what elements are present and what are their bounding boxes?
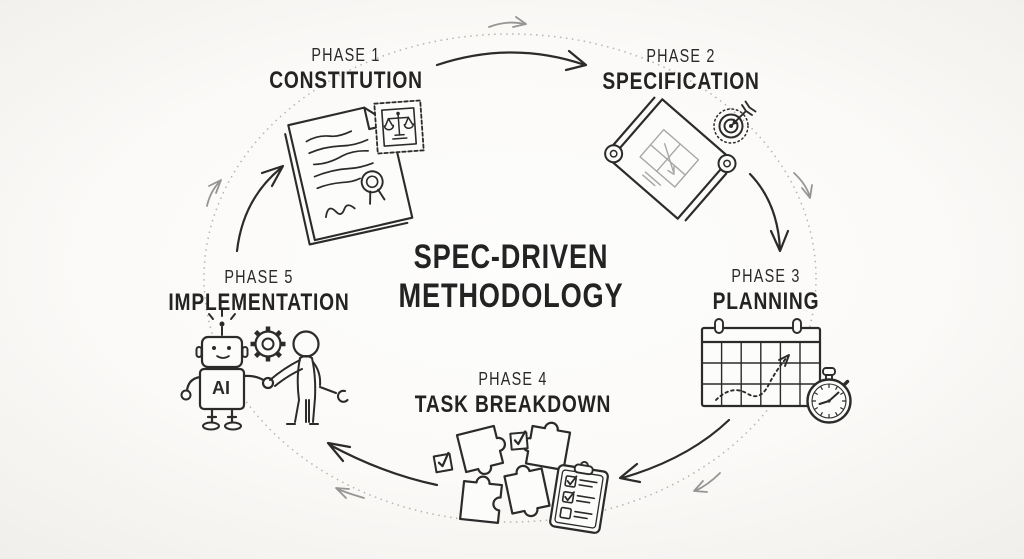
- scroll-curl-right: [717, 154, 737, 174]
- diagram-title-line2: METHODOLOGY: [398, 277, 624, 315]
- signature-squiggle: [325, 204, 356, 218]
- diagram-title-line1: SPEC-DRIVEN: [413, 238, 609, 276]
- puzzle-piece-icon: [459, 475, 503, 524]
- route-arrowhead: [778, 354, 790, 367]
- scroll-roll-edge-left: [612, 96, 656, 146]
- gray-arrow-bottom-right-icon: [693, 472, 721, 493]
- phase-5-label: PHASE 5: [224, 267, 294, 287]
- robot-handshake-icon: AI: [180, 309, 349, 431]
- arrow-phase4-to-phase5-icon: [326, 441, 439, 487]
- stopwatch-hands: [818, 391, 840, 405]
- robot-foot-right: [224, 421, 242, 431]
- robot-arm-left: [185, 375, 202, 393]
- scroll-roll-edge-right: [684, 172, 728, 222]
- gray-arrow-bottom-left-icon: [335, 487, 365, 499]
- robot-head: [200, 335, 244, 369]
- blueprint-scroll-icon: [604, 96, 757, 222]
- phase-3-name: PLANNING: [712, 288, 820, 315]
- human-arm-down: [312, 361, 322, 386]
- phase-2-name: SPECIFICATION: [602, 68, 760, 95]
- blueprint-floor-plan: [639, 128, 700, 188]
- constitution-document-icon: [284, 99, 425, 246]
- phase-2-label: PHASE 2: [646, 46, 716, 66]
- arrow-phase3-to-phase4-icon: [618, 418, 731, 484]
- calendar-pin-left: [714, 318, 724, 334]
- phase-3-block: PHASE 3 PLANNING: [638, 266, 894, 316]
- clipboard-checklist-icon: [549, 460, 609, 534]
- human-head: [292, 330, 320, 358]
- robot-foot-left: [202, 421, 220, 431]
- award-seal-icon: [360, 170, 386, 205]
- robot-body: [198, 367, 246, 411]
- robot-claw: [180, 389, 192, 401]
- puzzle-checklist-icon: [432, 421, 609, 534]
- phase-1-block: PHASE 1 CONSTITUTION: [218, 45, 474, 95]
- phase-3-label: PHASE 3: [731, 266, 801, 286]
- human-legs: [294, 397, 316, 423]
- checkbox-icon: [432, 451, 454, 474]
- diagram-title: SPEC-DRIVEN METHODOLOGY: [343, 238, 679, 316]
- robot-icon: AI: [180, 309, 275, 431]
- gray-hint-arrows: [206, 16, 813, 499]
- target-dart: [731, 100, 757, 126]
- calendar-icon: [700, 318, 852, 424]
- checkbox-icon: [509, 430, 529, 451]
- scales-of-justice-icon: [383, 111, 415, 140]
- phase-4-name: TASK BREAKDOWN: [414, 391, 612, 418]
- document-back-sheet: [284, 133, 409, 246]
- robot-smile: [216, 355, 230, 359]
- phase-4-block: PHASE 4 TASK BREAKDOWN: [385, 369, 641, 419]
- phase-1-name: CONSTITUTION: [269, 67, 423, 94]
- puzzle-piece-icon: [455, 424, 507, 476]
- robot-ear-right: [241, 346, 249, 358]
- flow-arrows: [235, 49, 790, 487]
- calendar-pin-right: [792, 318, 802, 334]
- dotted-cycle-ring: [203, 33, 817, 523]
- stopwatch-icon: [806, 367, 852, 424]
- document-text-lines: [305, 130, 374, 190]
- phase-4-label: PHASE 4: [478, 369, 548, 389]
- phase-5-name: IMPLEMENTATION: [168, 289, 350, 316]
- arrow-phase2-to-phase3-icon: [748, 172, 790, 253]
- human-arm-to-robot: [269, 359, 303, 387]
- antenna-icon: [208, 309, 236, 336]
- phase-1-label: PHASE 1: [311, 45, 381, 65]
- phase-5-block: PHASE 5 IMPLEMENTATION: [131, 267, 387, 317]
- calendar-grid: [701, 341, 821, 407]
- robot-ear-left: [195, 346, 203, 358]
- phase-2-block: PHASE 2 SPECIFICATION: [553, 46, 809, 96]
- gear-icon: [250, 326, 286, 362]
- scroll-curl-left: [604, 144, 624, 164]
- robot-arm-right: [242, 374, 267, 383]
- puzzle-piece-icon: [503, 464, 551, 518]
- robot-chest-text: AI: [212, 378, 230, 398]
- gray-arrow-top-icon: [488, 16, 527, 28]
- gray-arrow-right-icon: [793, 172, 813, 199]
- arrow-phase1-to-phase2-icon: [435, 49, 588, 72]
- route-dotted-path: [715, 355, 789, 401]
- robot-legs: [206, 407, 238, 425]
- wrench-icon: [318, 385, 349, 403]
- gray-arrow-left-icon: [206, 179, 222, 207]
- scales-stamp-icon: [373, 99, 425, 155]
- arrow-phase5-to-phase1-icon: [235, 164, 285, 253]
- human-figure-icon: [269, 330, 349, 426]
- stopwatch-ticks: [811, 383, 847, 419]
- target-icon: [713, 100, 757, 144]
